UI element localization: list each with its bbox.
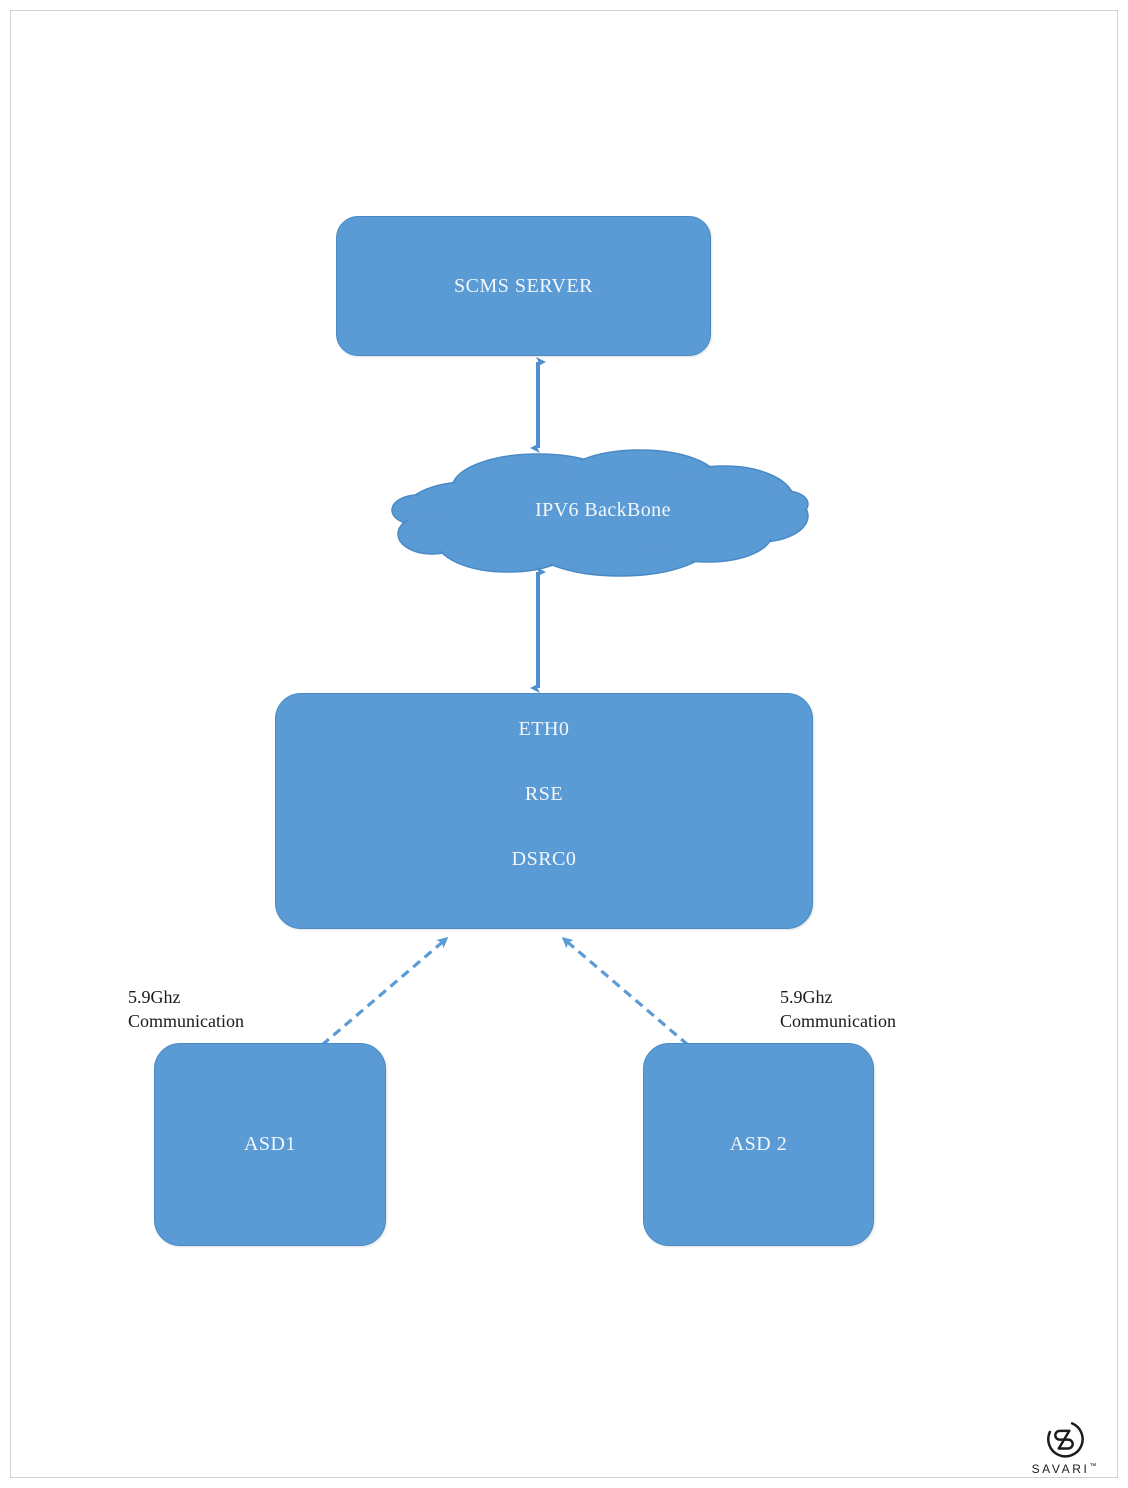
node-scms-server-label: SCMS SERVER: [454, 274, 593, 297]
connector-cloud-to-rse: [508, 562, 568, 698]
node-rse[interactable]: ETH0 RSE DSRC0: [275, 693, 813, 929]
savari-wordmark: SAVARI™: [1032, 1462, 1097, 1476]
node-asd1-label: ASD1: [243, 1133, 296, 1155]
node-asd1[interactable]: ASD1: [154, 1043, 386, 1246]
node-rse-label-dsrc0: DSRC0: [511, 848, 577, 870]
node-ipv6-backbone-label: IPV6 BackBone: [535, 498, 671, 521]
savari-circle-s-icon: [1047, 1422, 1084, 1458]
connector-scms-to-cloud: [508, 352, 568, 458]
node-asd2-label: ASD 2: [729, 1133, 788, 1155]
node-rse-label-eth0: ETH0: [518, 718, 570, 740]
node-scms-server[interactable]: SCMS SERVER: [336, 216, 711, 356]
connector-asd2-to-rse: [540, 925, 710, 1055]
annotation-left-5ghz-communication: 5.9Ghz Communication: [128, 987, 244, 1032]
savari-logo: SAVARI™: [1024, 1418, 1104, 1480]
annotation-right-5ghz-communication: 5.9Ghz Communication: [780, 987, 896, 1032]
trademark-symbol: ™: [1089, 1463, 1097, 1470]
connector-asd1-to-rse: [300, 925, 470, 1055]
savari-wordmark-text: SAVARI: [1031, 1462, 1090, 1476]
node-ipv6-backbone[interactable]: IPV6 BackBone: [388, 442, 812, 578]
node-rse-label-rse: RSE: [524, 783, 564, 805]
node-asd2[interactable]: ASD 2: [643, 1043, 874, 1246]
